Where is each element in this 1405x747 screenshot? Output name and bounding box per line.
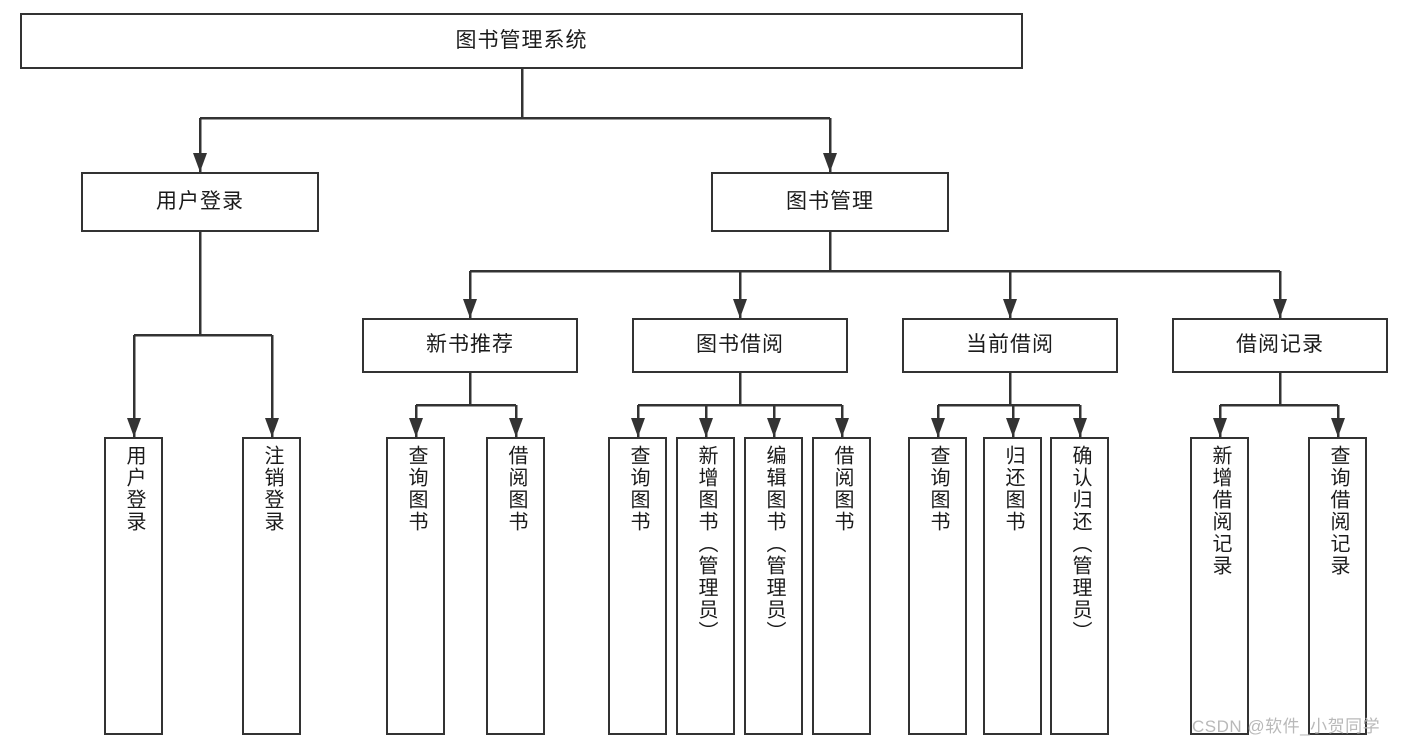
node-label: 新书推荐 [426, 333, 514, 357]
node-label: 新增图书（管理员） [695, 445, 717, 643]
node-label: 归还图书 [1002, 445, 1024, 533]
node-label: 用户登录 [156, 189, 244, 213]
node-current[interactable]: 当前借阅 [902, 318, 1118, 373]
node-label: 用户登录 [123, 445, 145, 533]
node-label: 借阅记录 [1236, 333, 1324, 357]
node-label: 确认归还（管理员） [1069, 445, 1091, 643]
node-label: 图书借阅 [696, 333, 784, 357]
node-l11[interactable]: 确认归还（管理员） [1050, 437, 1109, 735]
node-label: 注销登录 [261, 445, 283, 533]
node-label: 当前借阅 [966, 333, 1054, 357]
node-label: 查询借阅记录 [1327, 445, 1349, 577]
node-bookmgmt[interactable]: 图书管理 [711, 172, 949, 232]
node-l8[interactable]: 借阅图书 [812, 437, 871, 735]
node-root[interactable]: 图书管理系统 [20, 13, 1023, 69]
node-l4[interactable]: 借阅图书 [486, 437, 545, 735]
node-l13[interactable]: 查询借阅记录 [1308, 437, 1367, 735]
node-l2[interactable]: 注销登录 [242, 437, 301, 735]
node-label: 查询图书 [405, 445, 427, 533]
node-l6[interactable]: 新增图书（管理员） [676, 437, 735, 735]
node-label: 图书管理系统 [455, 28, 588, 52]
node-records[interactable]: 借阅记录 [1172, 318, 1388, 373]
node-l12[interactable]: 新增借阅记录 [1190, 437, 1249, 735]
node-label: 借阅图书 [831, 445, 853, 533]
node-l10[interactable]: 归还图书 [983, 437, 1042, 735]
node-l1[interactable]: 用户登录 [104, 437, 163, 735]
node-label: 图书管理 [786, 189, 874, 213]
node-l3[interactable]: 查询图书 [386, 437, 445, 735]
node-label: 借阅图书 [505, 445, 527, 533]
csdn-watermark: CSDN @软件_小贺同学 [1192, 717, 1381, 736]
node-l7[interactable]: 编辑图书（管理员） [744, 437, 803, 735]
node-borrow[interactable]: 图书借阅 [632, 318, 848, 373]
node-label: 新增借阅记录 [1209, 445, 1231, 577]
node-l9[interactable]: 查询图书 [908, 437, 967, 735]
node-label: 查询图书 [927, 445, 949, 533]
node-label: 查询图书 [627, 445, 649, 533]
node-login[interactable]: 用户登录 [81, 172, 319, 232]
node-label: 编辑图书（管理员） [763, 445, 785, 643]
node-l5[interactable]: 查询图书 [608, 437, 667, 735]
node-newbook[interactable]: 新书推荐 [362, 318, 578, 373]
